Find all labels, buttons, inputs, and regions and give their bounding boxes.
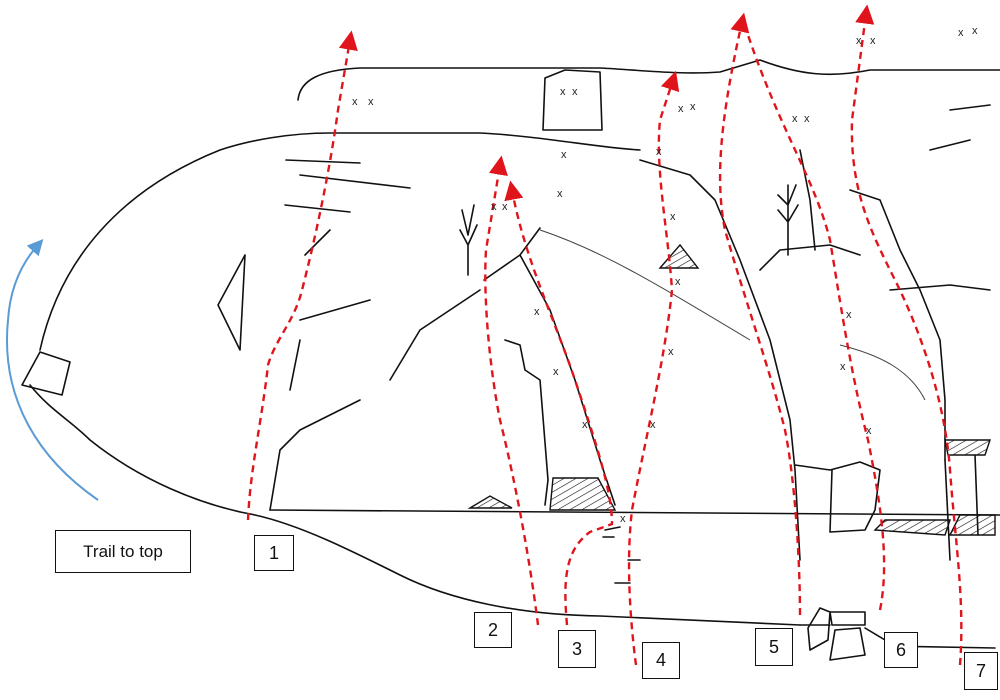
bolt-mark: x [557,188,563,200]
bolt-mark: x [866,425,872,437]
route-label-5[interactable]: 5 [755,628,793,666]
hatched-ledges [467,243,996,536]
trail-arrow [6,239,99,501]
route-label-6[interactable]: 6 [884,632,918,668]
route-number: 7 [975,660,986,681]
route-number: 4 [655,650,666,670]
bolt-mark: x [690,101,696,113]
route-2-line [484,155,540,626]
bolt-mark: x [870,35,876,47]
route-label-7[interactable]: 7 [964,652,998,690]
route-number: 5 [768,636,779,657]
route-label-4[interactable]: 4 [642,642,680,679]
bolt-mark: x [792,113,798,125]
route-3-line [504,180,614,626]
bolt-mark: x [534,306,540,318]
bolt-mark: x [620,513,626,525]
bolt-mark: x [856,35,862,47]
route-1-line [246,30,358,521]
route-4-line [627,70,680,666]
route-label-3[interactable]: 3 [558,630,596,668]
bolt-mark: x [582,419,588,431]
bolt-mark: x [560,86,566,98]
route-6-line [746,34,886,611]
bolt-mark: x [352,96,358,108]
route-label-2[interactable]: 2 [474,612,512,648]
bolt-mark: x [972,25,978,37]
bolt-mark: x [668,346,674,358]
route-7-line [850,4,963,666]
climbing-routes [246,4,963,666]
trail-to-top-label: Trail to top [55,530,191,573]
bolt-mark: x [804,113,810,125]
bolt-mark: x [670,211,676,223]
bolt-mark: x [678,103,684,115]
bolt-mark: x [846,309,852,321]
route-number: 1 [268,542,279,563]
bolt-mark: x [561,149,567,161]
route-number: 3 [571,638,582,659]
bolt-mark: x [368,96,374,108]
route-5-line [718,12,802,616]
bolt-mark: x [491,201,497,213]
rock-outline [21,59,1000,661]
bolt-mark: x [656,146,662,158]
route-number: 2 [487,619,498,640]
bolt-mark: x [502,201,508,213]
bolt-mark: x [572,86,578,98]
bolt-mark: x [650,419,656,431]
bolt-mark: x [840,361,846,373]
bolt-mark: x [675,276,681,288]
trail-label-text: Trail to top [83,541,163,561]
route-label-1[interactable]: 1 [254,535,294,571]
bolt-mark: x [553,366,559,378]
bolt-mark: x [958,27,964,39]
route-number: 6 [895,639,906,660]
